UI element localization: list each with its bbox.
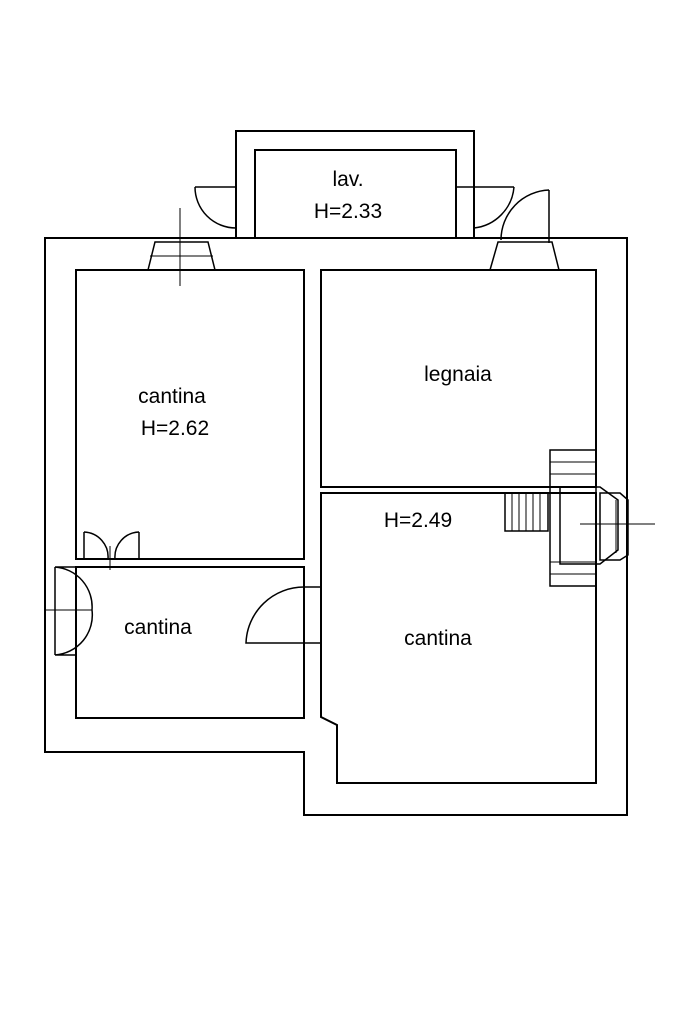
room-height-cantina-right: H=2.49 [384,509,452,532]
door-bottom-middle [245,586,321,644]
room-label-cantina-right: cantina [404,627,472,650]
door-swing-lav-right [456,186,515,229]
stair-landing [559,486,619,565]
window-well-right [489,241,560,271]
room-lav [254,149,457,239]
room-label-legnaia: legnaia [424,363,492,386]
window-well-east [599,492,629,561]
double-door [83,531,140,560]
door-swing-lav-left [194,186,237,229]
door-left-wall [54,566,94,656]
room-height-lav: H=2.33 [314,200,382,223]
room-label-lav: lav. [332,168,363,191]
stair-block [549,449,597,587]
door-swing-entry [500,189,550,243]
room-label-cantina-bottom-left: cantina [124,616,192,639]
outer-wall [44,237,628,816]
room-height-cantina-top-left: H=2.62 [141,417,209,440]
room-cantina-top-left [75,269,305,560]
room-label-cantina-top-left: cantina [138,385,206,408]
